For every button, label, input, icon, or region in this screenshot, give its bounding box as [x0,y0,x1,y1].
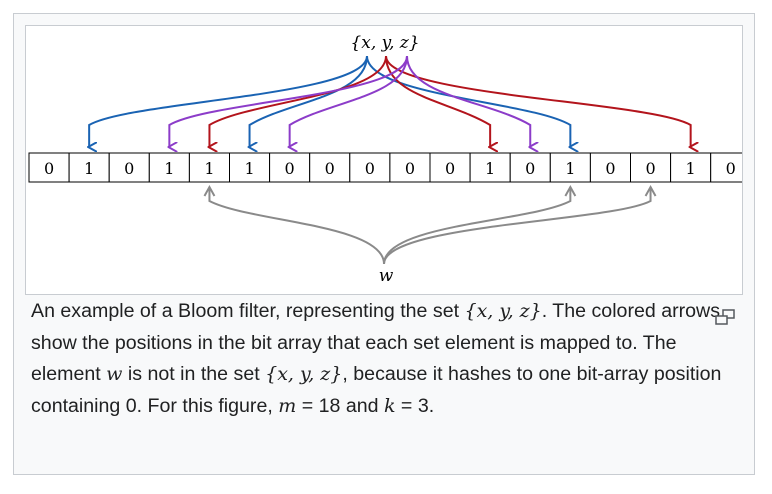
caption-m-eq: = 18 and [296,394,384,417]
bit-value: 0 [405,159,415,178]
bit-cell [469,152,511,183]
arrow-head-w [644,184,657,197]
bit-value: 1 [164,159,174,178]
hash-arrow-w [208,187,385,265]
diagram-svg: {x, y, z} 0 1 0 1 1 1 0 0 0 0 0 1 0 1 0 0 1 0 w [28,33,742,286]
bloom-filter-diagram[interactable]: {x, y, z} 0 1 0 1 1 1 0 0 0 0 0 1 0 1 0 0 1 0 w [25,25,743,295]
caption-text-4: , because it hashes to one bit-array pos… [31,363,722,417]
bit-cell [509,152,551,183]
bit-array: 0 1 0 1 1 1 0 0 0 0 0 1 0 1 0 0 1 0 [28,152,742,183]
bit-cell [28,152,70,183]
hash-arrow-w [383,187,652,265]
bit-cell [710,152,742,183]
bit-value: 1 [244,159,254,178]
bit-value: 1 [686,159,696,178]
bit-cell [269,152,311,183]
bit-cell [349,152,391,183]
enlarge-icon-svg [715,309,735,325]
hash-arrow-z [290,55,408,147]
bit-value: 0 [605,159,615,178]
bit-value: 0 [365,159,375,178]
bit-value: 1 [485,159,495,178]
bit-value: 0 [726,159,736,178]
bit-cell [229,152,271,183]
enlarge-icon[interactable] [714,309,736,325]
bit-cell [670,152,712,183]
set-label: {x, y, z} [350,33,419,53]
bit-value: 0 [325,159,335,178]
arrow-head-w [203,184,216,197]
hash-arrow-y [385,55,691,147]
bit-value: 1 [565,159,575,178]
bit-value: 0 [525,159,535,178]
element-w-label: w [379,266,394,286]
bit-cell [309,152,351,183]
hash-arrow-x [89,55,368,147]
arrow-head-w [564,184,577,197]
hash-arrow-y [209,55,387,147]
hash-arrow-y [385,55,490,147]
figure-caption: An example of a Bloom filter, representi… [31,296,731,422]
caption-text-3: is not in the set [122,363,266,385]
arrows-layer [89,55,691,265]
bit-value: 0 [645,159,655,178]
bit-value: 1 [84,159,94,178]
caption-w-math: w [106,363,123,385]
caption-text-2: . The colored arrows show the positions … [31,300,721,385]
bit-value: 0 [44,159,54,178]
hash-arrow-x [250,55,368,147]
bit-value: 1 [204,159,214,178]
hash-arrow-z [169,55,408,147]
caption-k-eq: = 3. [395,394,435,417]
bit-cell [429,152,471,183]
figure-box: {x, y, z} 0 1 0 1 1 1 0 0 0 0 0 1 0 1 0 0 1 0 w An exampl… [13,13,755,475]
bit-cell [188,152,230,183]
hash-arrow-w [383,187,572,265]
caption-m-var: m [278,394,297,417]
bit-cell [108,152,150,183]
hash-arrow-z [406,55,530,147]
caption-text-1: An example of a Bloom filter, representi… [31,300,465,322]
caption-set-math: {x, y, z} [464,300,542,322]
bit-cell [549,152,591,183]
caption-set-math-2: {x, y, z} [265,363,343,385]
bit-value: 0 [124,159,134,178]
bit-cell [148,152,190,183]
bit-value: 0 [445,159,455,178]
hash-arrow-x [366,55,570,147]
caption-k-var: k [383,394,396,417]
bit-value: 0 [285,159,295,178]
